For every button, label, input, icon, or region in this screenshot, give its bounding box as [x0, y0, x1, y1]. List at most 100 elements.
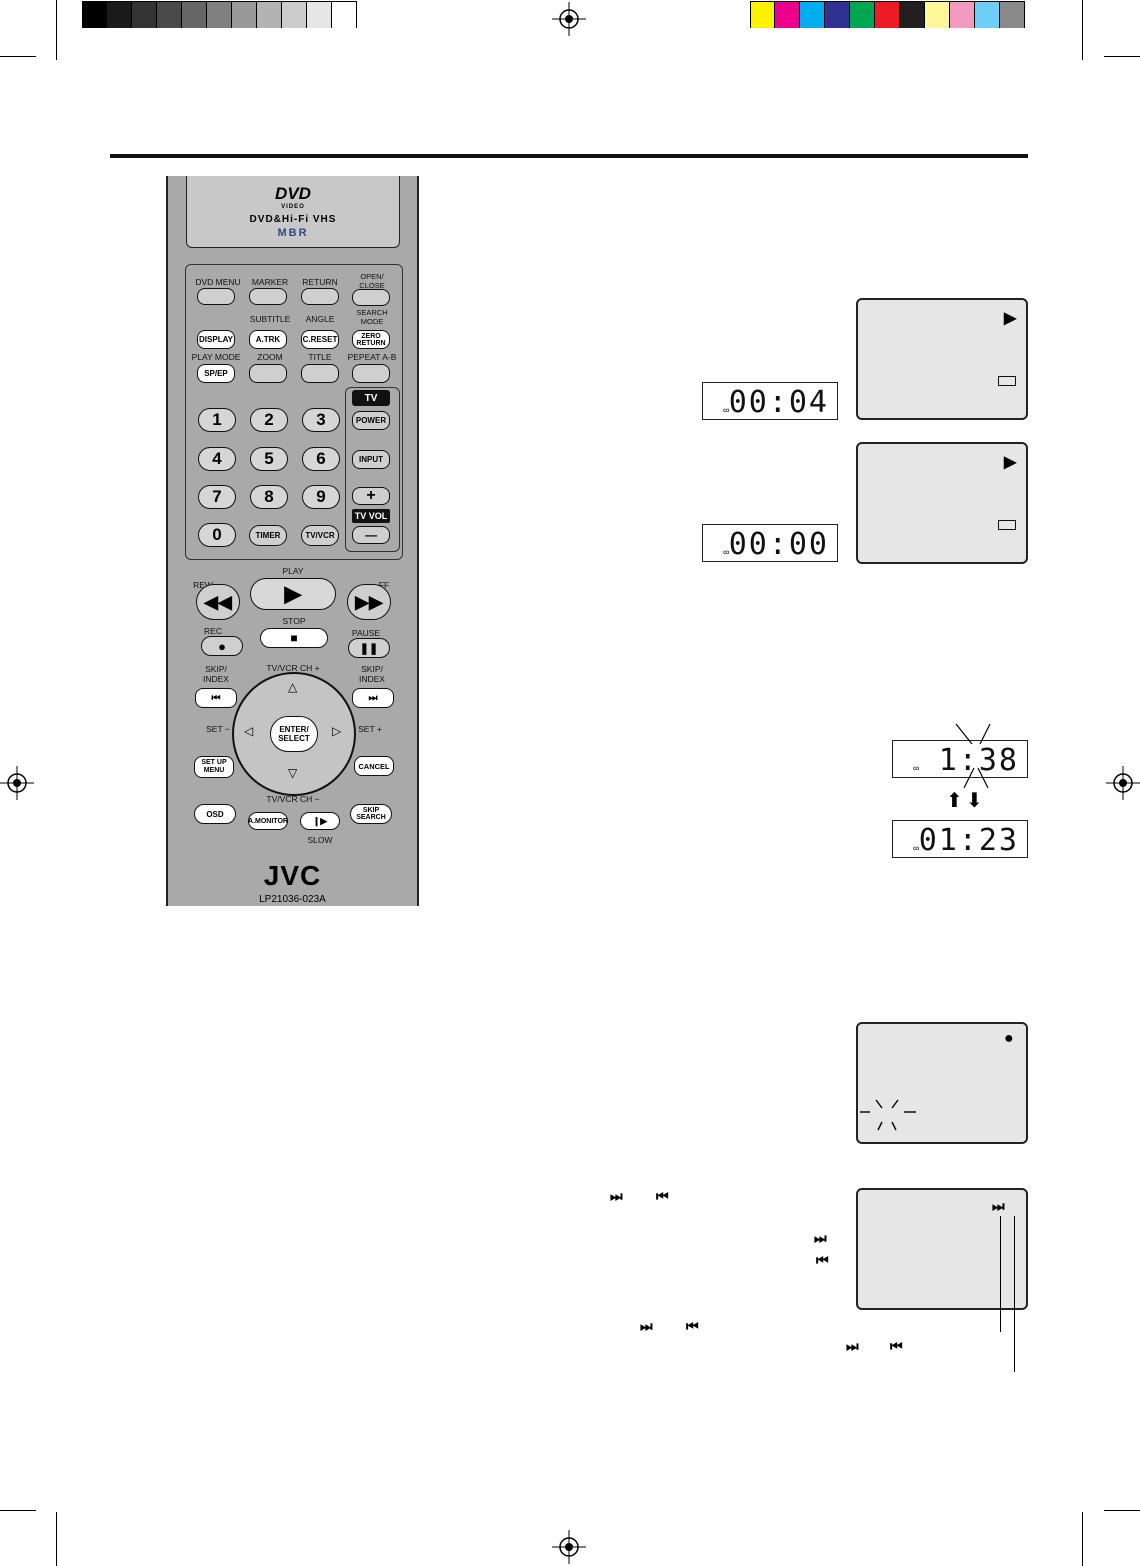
- tape-icon: [998, 376, 1016, 386]
- jvc-brand: JVC: [263, 860, 322, 891]
- tape-icon: ∞: [723, 405, 730, 415]
- ff-button[interactable]: ▶▶: [347, 584, 391, 620]
- color-swatch: [282, 2, 307, 28]
- vol-plus-button[interactable]: +: [352, 487, 390, 505]
- number-button-3[interactable]: 3: [302, 408, 340, 432]
- up-arrow-icon[interactable]: △: [288, 680, 298, 694]
- down-arrow-icon[interactable]: ▽: [288, 766, 298, 780]
- ch-up-label: TV/VCR CH +: [266, 663, 320, 673]
- number-button-7[interactable]: 7: [198, 485, 236, 509]
- enter-select-button[interactable]: ENTER/ SELECT: [270, 716, 318, 752]
- registration-mark-bottom: [552, 1530, 586, 1564]
- color-swatch: [975, 2, 1000, 28]
- record-icon: ●: [1004, 1030, 1014, 1047]
- set-plus-label: SET +: [358, 724, 382, 734]
- play-mode-label: PLAY MODE: [191, 352, 241, 362]
- tv-control-panel: [345, 387, 400, 552]
- zoom-label: ZOOM: [257, 352, 283, 362]
- skip-forward-icon: ⏭: [814, 1230, 827, 1246]
- open-close-button[interactable]: [352, 289, 390, 306]
- skip-back-icon: ⏮: [890, 1338, 903, 1354]
- stop-label: STOP: [282, 616, 306, 626]
- number-button-9[interactable]: 9: [302, 485, 340, 509]
- tv-screen-2: ▶: [856, 442, 1028, 564]
- color-swatch: [207, 2, 232, 28]
- remote-control: DVD VIDEO DVD&Hi-Fi VHS MBR DVD MENU MAR…: [166, 176, 419, 906]
- color-swatch: [850, 2, 875, 28]
- pause-button[interactable]: ❚❚: [348, 638, 390, 658]
- crop-mark: [56, 1512, 57, 1566]
- tvvcr-button[interactable]: TV/VCR: [301, 525, 339, 546]
- blink-lines: [955, 723, 991, 789]
- clock-digits: 1:38: [938, 743, 1019, 778]
- rew-button[interactable]: ◀◀: [196, 584, 240, 620]
- skip-back-button[interactable]: ⏮: [195, 688, 237, 708]
- number-button-0[interactable]: 0: [198, 523, 236, 547]
- zero-return-button[interactable]: ZERO RETURN: [352, 330, 390, 349]
- vol-minus-button[interactable]: —: [352, 526, 390, 544]
- open-close-label: OPEN/ CLOSE: [359, 272, 385, 290]
- color-swatch: [925, 2, 950, 28]
- number-button-1[interactable]: 1: [198, 408, 236, 432]
- crop-mark: [1104, 1510, 1140, 1511]
- blink-lines: [860, 1099, 916, 1131]
- counter-display-1: ∞ 00:04: [702, 382, 838, 420]
- play-button[interactable]: ▶: [250, 578, 336, 610]
- amonitor-button[interactable]: A.MONITOR: [248, 812, 288, 830]
- return-label: RETURN: [302, 277, 338, 287]
- number-button-4[interactable]: 4: [198, 447, 236, 471]
- header-rule: [110, 154, 1028, 158]
- slow-button[interactable]: ❙▶: [300, 812, 340, 830]
- registration-mark-left: [0, 766, 34, 800]
- color-swatch: [107, 2, 132, 28]
- zoom-button[interactable]: [249, 364, 287, 383]
- model-line: DVD&Hi-Fi VHS: [249, 214, 337, 225]
- tv-button[interactable]: TV: [352, 390, 390, 406]
- cancel-button[interactable]: CANCEL: [354, 756, 394, 776]
- stop-button[interactable]: ■: [260, 628, 328, 648]
- number-button-8[interactable]: 8: [250, 485, 288, 509]
- power-button[interactable]: POWER: [352, 411, 390, 430]
- color-swatch: [182, 2, 207, 28]
- rew-label: REW: [193, 580, 213, 590]
- osd-button[interactable]: OSD: [194, 804, 236, 824]
- title-button[interactable]: [301, 364, 339, 383]
- atrk-button[interactable]: A.TRK: [249, 330, 287, 349]
- color-swatch: [825, 2, 850, 28]
- skip-search-button[interactable]: SKIP SEARCH: [350, 804, 392, 824]
- counter-digits: 00:00: [728, 527, 829, 562]
- part-number: LP21036-023A: [259, 894, 326, 905]
- skip-back-icon: ⏮: [686, 1318, 699, 1334]
- crop-mark: [1082, 0, 1083, 60]
- skip-forward-button[interactable]: ⏭: [352, 688, 394, 708]
- color-swatch: [332, 2, 357, 28]
- color-swatch: [950, 2, 975, 28]
- color-swatch: [157, 2, 182, 28]
- callout-line: [1000, 1216, 1001, 1332]
- return-button[interactable]: [301, 288, 339, 305]
- slow-label: SLOW: [307, 835, 333, 845]
- clock-display-1: ∞ 1:38: [892, 740, 1028, 778]
- rec-button[interactable]: ●: [201, 636, 243, 656]
- timer-button[interactable]: TIMER: [249, 525, 287, 546]
- number-button-2[interactable]: 2: [250, 408, 288, 432]
- left-arrow-icon[interactable]: ◁: [244, 724, 254, 738]
- display-button[interactable]: DISPLAY: [197, 330, 235, 349]
- dvd-menu-label: DVD MENU: [195, 277, 241, 287]
- tv-screen-1: ▶: [856, 298, 1028, 420]
- marker-button[interactable]: [249, 288, 287, 305]
- spep-button[interactable]: SP/EP: [197, 364, 235, 383]
- number-button-6[interactable]: 6: [302, 447, 340, 471]
- creset-button[interactable]: C.RESET: [301, 330, 339, 349]
- input-button[interactable]: INPUT: [352, 450, 390, 469]
- right-arrow-icon[interactable]: ▷: [332, 724, 342, 738]
- tape-icon: ∞: [723, 547, 730, 557]
- number-button-5[interactable]: 5: [250, 447, 288, 471]
- dvd-menu-button[interactable]: [197, 288, 235, 305]
- title-label: TITLE: [308, 352, 332, 362]
- ff-label: FF: [378, 580, 390, 590]
- crop-mark: [1082, 1512, 1083, 1566]
- remote-upper-panel: [185, 264, 403, 560]
- setup-menu-button[interactable]: SET UP MENU: [194, 756, 234, 778]
- repeat-ab-button[interactable]: [352, 364, 390, 383]
